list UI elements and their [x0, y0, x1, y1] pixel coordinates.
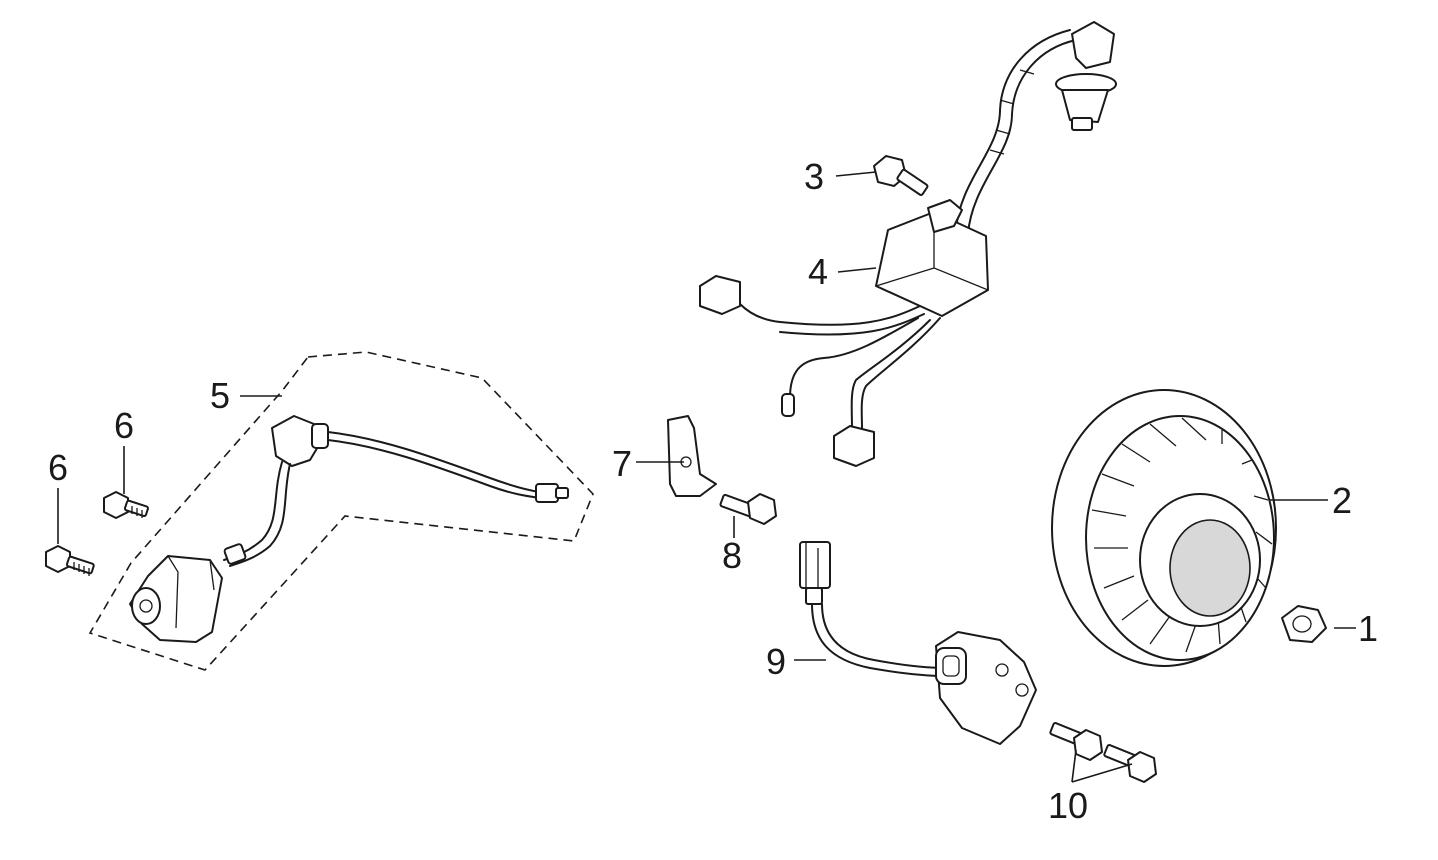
callout-4: 4	[808, 251, 828, 292]
part-10-bolts	[1049, 722, 1157, 783]
part-3-bolt	[873, 155, 929, 196]
callout-6-lower: 6	[48, 447, 68, 488]
callout-5: 5	[210, 375, 230, 416]
part-9-sensor-assembly	[799, 541, 1037, 745]
part-1-nut	[1281, 605, 1327, 643]
leader-lines	[57, 171, 1356, 783]
part-2-flywheel	[1051, 389, 1277, 667]
part-7-bracket	[667, 415, 717, 497]
callout-9: 9	[766, 641, 786, 682]
part-8-bolt	[719, 493, 777, 525]
callout-1: 1	[1358, 608, 1378, 649]
callout-6-upper: 6	[114, 405, 134, 446]
callout-7: 7	[612, 443, 632, 484]
callout-10: 10	[1048, 785, 1088, 826]
part-5-pulser-assembly	[88, 351, 594, 671]
callout-3: 3	[804, 156, 824, 197]
part-5-dashed-outline	[88, 351, 594, 671]
part-6-bolt-upper	[103, 491, 149, 519]
callout-8: 8	[722, 535, 742, 576]
part-6-bolt-lower	[45, 545, 95, 576]
callout-2: 2	[1332, 480, 1352, 521]
part-4-ignition-coil	[699, 21, 1117, 467]
